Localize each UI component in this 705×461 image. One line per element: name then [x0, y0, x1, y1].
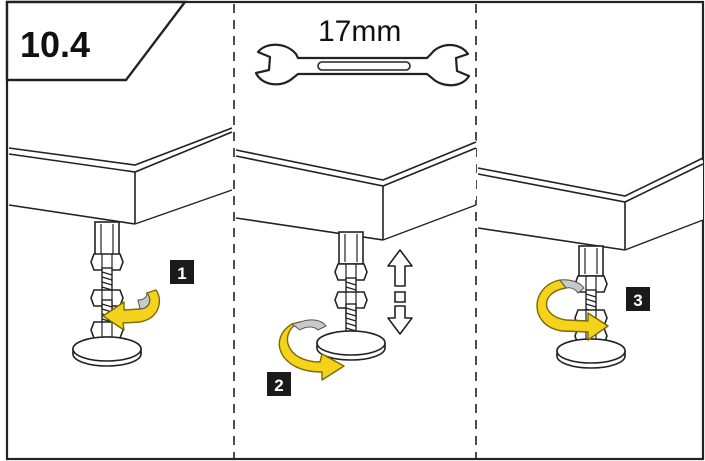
section-number-box: 10.4: [5, 0, 188, 82]
step-badge-2: 2: [267, 372, 291, 396]
panel-1-illustration: [8, 126, 233, 367]
wrench-icon: [254, 43, 471, 87]
outer-frame: [5, 0, 705, 461]
svg-text:1: 1: [177, 264, 186, 283]
step-badge-3: 3: [626, 287, 650, 311]
svg-text:2: 2: [274, 376, 283, 395]
rotate-arrow-2: [278, 319, 345, 381]
step-badge-1: 1: [170, 260, 194, 284]
panel-3-illustration: [477, 157, 704, 369]
wrench-size-label: 17mm: [318, 15, 401, 48]
up-down-arrow: [387, 249, 413, 335]
svg-text:3: 3: [633, 291, 642, 310]
rotate-arrow-1: [102, 289, 160, 331]
rotate-arrow-3: [536, 279, 609, 341]
section-number: 10.4: [20, 24, 90, 65]
panel-2-illustration: [235, 140, 477, 361]
